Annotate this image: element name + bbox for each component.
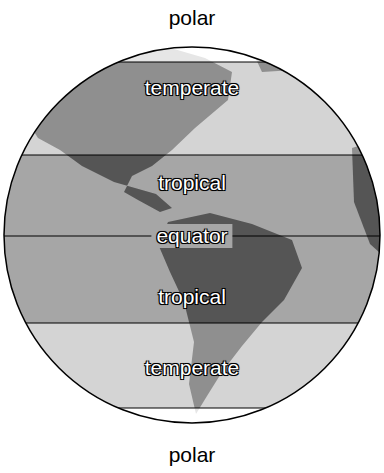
- zone-name: temperate: [145, 76, 240, 100]
- zone-name: tropical: [158, 171, 226, 195]
- zone-label: polar: [169, 443, 216, 467]
- zone-label: polar: [169, 6, 216, 30]
- zone-label: equator: [151, 224, 232, 248]
- climate-band: tropical: [152, 283, 232, 311]
- zone-name: tropical: [158, 285, 226, 309]
- climate-band: tropical: [152, 169, 232, 197]
- zone-lines: [0, 62, 384, 408]
- climate-band: temperate: [139, 74, 246, 102]
- climate-band: temperate: [139, 354, 246, 382]
- zone-name: temperate: [145, 356, 240, 380]
- globe-outline: [4, 47, 380, 423]
